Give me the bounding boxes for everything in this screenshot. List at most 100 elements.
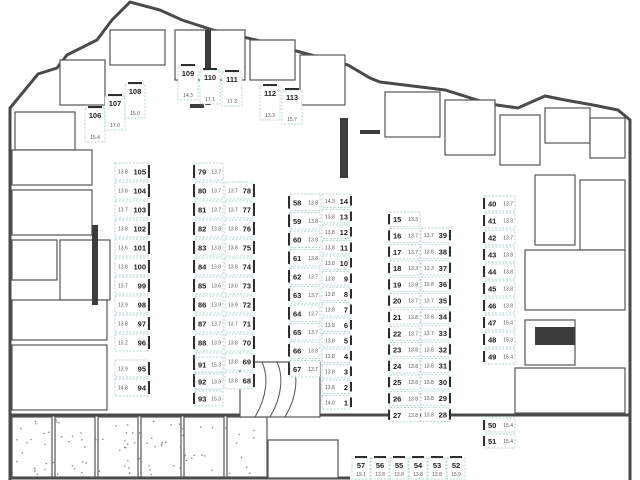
parking-space-2[interactable]: 213.8	[321, 379, 352, 394]
parking-space-8[interactable]: 813.8	[321, 286, 352, 301]
parking-space-9[interactable]: 913.8	[321, 271, 352, 286]
parking-space-5[interactable]: 513.8	[321, 333, 352, 348]
parking-space-1[interactable]: 114.0	[321, 395, 352, 410]
parking-space-3[interactable]: 313.8	[321, 364, 352, 379]
parking-space-7[interactable]: 713.8	[321, 302, 352, 317]
parking-space-4[interactable]: 413.8	[321, 348, 352, 363]
parking-space-6[interactable]: 613.8	[321, 317, 352, 332]
